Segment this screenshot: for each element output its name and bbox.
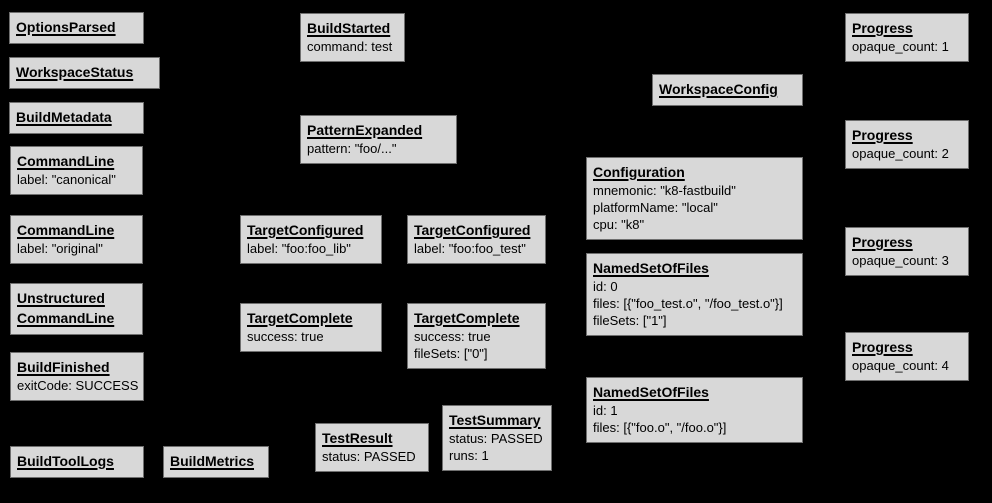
node-title: BuildToolLogs: [17, 453, 114, 469]
node-title: NamedSetOfFiles: [593, 260, 709, 276]
node-title: BuildFinished: [17, 359, 110, 375]
node-title: OptionsParsed: [16, 19, 116, 35]
node-attr: success: true: [414, 329, 491, 344]
node-title: Progress: [852, 234, 913, 250]
node-title: Progress: [852, 127, 913, 143]
node-progress-4: Progress opaque_count: 4: [845, 332, 969, 381]
node-title: PatternExpanded: [307, 122, 423, 138]
node-title: WorkspaceStatus: [16, 64, 134, 80]
node-title: WorkspaceConfig: [659, 81, 778, 97]
node-build-metrics: BuildMetrics: [163, 446, 269, 478]
node-test-result: TestResult status: PASSED: [315, 423, 429, 472]
node-progress-1: Progress opaque_count: 1: [845, 13, 969, 62]
node-title: BuildMetrics: [170, 453, 255, 469]
node-attr: runs: 1: [449, 448, 489, 463]
node-attr: files: [{"foo.o", "/foo.o"}]: [593, 420, 727, 435]
node-pattern-expanded: PatternExpanded pattern: "foo/...": [300, 115, 457, 164]
node-options-parsed: OptionsParsed: [9, 12, 144, 44]
node-attr: opaque_count: 3: [852, 253, 949, 268]
node-attr: exitCode: SUCCESS: [17, 378, 139, 393]
node-target-configured-foo-lib: TargetConfigured label: "foo:foo_lib": [240, 215, 382, 264]
node-attr: opaque_count: 2: [852, 146, 949, 161]
node-configuration: Configuration mnemonic: "k8-fastbuild" p…: [586, 157, 803, 240]
node-command-line-canonical: CommandLine label: "canonical": [10, 146, 143, 195]
node-title: BuildMetadata: [16, 109, 112, 125]
node-title: Progress: [852, 20, 913, 36]
node-attr: success: true: [247, 329, 324, 344]
node-attr: id: 1: [593, 403, 618, 418]
node-workspace-status: WorkspaceStatus: [9, 57, 160, 89]
node-attr: fileSets: ["1"]: [593, 313, 667, 328]
node-attr: label: "canonical": [17, 172, 116, 187]
node-test-summary: TestSummary status: PASSED runs: 1: [442, 405, 552, 471]
node-title: Configuration: [593, 164, 685, 180]
node-attr: pattern: "foo/...": [307, 141, 397, 156]
node-build-started: BuildStarted command: test: [300, 13, 405, 62]
node-attr: label: "original": [17, 241, 103, 256]
node-target-complete-foo-test: TargetComplete success: true fileSets: […: [407, 303, 546, 369]
node-title: Unstructured: [17, 290, 105, 306]
node-command-line-original: CommandLine label: "original": [10, 215, 143, 264]
node-title: TargetConfigured: [247, 222, 364, 238]
node-attr: opaque_count: 4: [852, 358, 949, 373]
node-title-line2: CommandLine: [17, 310, 115, 326]
node-attr: command: test: [307, 39, 393, 54]
node-named-set-of-files-1: NamedSetOfFiles id: 1 files: [{"foo.o", …: [586, 377, 803, 443]
node-attr: label: "foo:foo_lib": [247, 241, 351, 256]
node-attr: platformName: "local": [593, 200, 718, 215]
node-build-finished: BuildFinished exitCode: SUCCESS: [10, 352, 144, 401]
node-title: TestResult: [322, 430, 393, 446]
node-progress-3: Progress opaque_count: 3: [845, 227, 969, 276]
node-title: TargetComplete: [247, 310, 353, 326]
node-attr: opaque_count: 1: [852, 39, 949, 54]
node-build-tool-logs: BuildToolLogs: [10, 446, 144, 478]
node-attr: status: PASSED: [449, 431, 543, 446]
node-title: TestSummary: [449, 412, 541, 428]
node-attr: status: PASSED: [322, 449, 416, 464]
node-title: TargetComplete: [414, 310, 520, 326]
node-build-metadata: BuildMetadata: [9, 102, 144, 134]
node-title: NamedSetOfFiles: [593, 384, 709, 400]
node-title: Progress: [852, 339, 913, 355]
node-attr: fileSets: ["0"]: [414, 346, 488, 361]
node-attr: mnemonic: "k8-fastbuild": [593, 183, 736, 198]
node-named-set-of-files-0: NamedSetOfFiles id: 0 files: [{"foo_test…: [586, 253, 803, 336]
node-unstructured-command-line: Unstructured CommandLine: [10, 283, 143, 335]
node-workspace-config: WorkspaceConfig: [652, 74, 803, 106]
node-attr: label: "foo:foo_test": [414, 241, 526, 256]
node-attr: id: 0: [593, 279, 618, 294]
node-title: BuildStarted: [307, 20, 391, 36]
node-title: CommandLine: [17, 222, 115, 238]
node-target-configured-foo-test: TargetConfigured label: "foo:foo_test": [407, 215, 546, 264]
node-attr: cpu: "k8": [593, 217, 645, 232]
node-title: TargetConfigured: [414, 222, 531, 238]
node-title: CommandLine: [17, 153, 115, 169]
node-target-complete-foo-lib: TargetComplete success: true: [240, 303, 382, 352]
node-attr: files: [{"foo_test.o", "/foo_test.o"}]: [593, 296, 783, 311]
node-progress-2: Progress opaque_count: 2: [845, 120, 969, 169]
